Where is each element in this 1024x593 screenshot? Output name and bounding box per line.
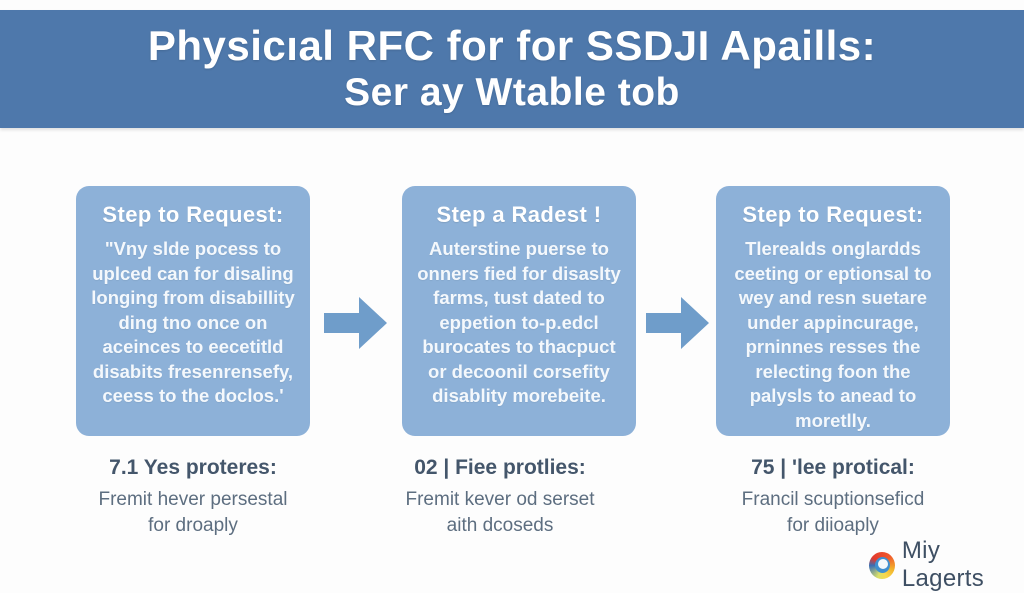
brand-logo-icon — [869, 551, 895, 579]
step-2-title: Step a Radest ! — [436, 202, 602, 227]
step-2-body: Auterstine puerse to onners fied for dis… — [417, 238, 621, 406]
caption-2-body: Fremit kever od serset aith dcoseds — [405, 489, 595, 536]
page-title-line2: Ser ay Wtable tob — [344, 71, 680, 114]
step-3-body: Tlerealds onglardds ceeting or eptionsal… — [734, 238, 932, 431]
caption-3: 75 | 'lee protical: Francil scuptionsefi… — [693, 456, 973, 539]
brand-logo-text: Miy Lagerts — [901, 537, 985, 592]
caption-1-title: 7.1 Yes proteres: — [109, 456, 277, 479]
caption-3-body: Francil scuptionseficd for diioaply — [741, 489, 925, 536]
step-1-body: "Vny slde pocess to uplced can for disal… — [91, 238, 295, 406]
caption-3-title: 75 | 'lee protical: — [751, 456, 915, 479]
step-1-title: Step to Request: — [102, 202, 284, 227]
header-banner: Physicıal RFC for for SSDJI Apaills: Ser… — [0, 10, 1024, 128]
brand-logo: Miy Lagerts — [869, 537, 1024, 593]
caption-2: 02 | Fiee protlies: Fremit kever od sers… — [360, 456, 640, 539]
step-3-title: Step to Request: — [742, 202, 924, 227]
step-box-3: Step to Request: Tlerealds onglardds cee… — [716, 186, 950, 436]
caption-1-body: Fremit hever persestal for droaply — [98, 489, 288, 536]
caption-2-title: 02 | Fiee protlies: — [414, 456, 586, 479]
step-box-1: Step to Request: "Vny slde pocess to upl… — [76, 186, 310, 436]
step-box-2: Step a Radest ! Auterstine puerse to onn… — [402, 186, 636, 436]
caption-1: 7.1 Yes proteres: Fremit hever persestal… — [53, 456, 333, 539]
arrow-right-icon — [324, 296, 388, 350]
page-title-line1: Physicıal RFC for for SSDJI Apaills: — [147, 22, 877, 69]
arrow-right-icon — [646, 296, 710, 350]
